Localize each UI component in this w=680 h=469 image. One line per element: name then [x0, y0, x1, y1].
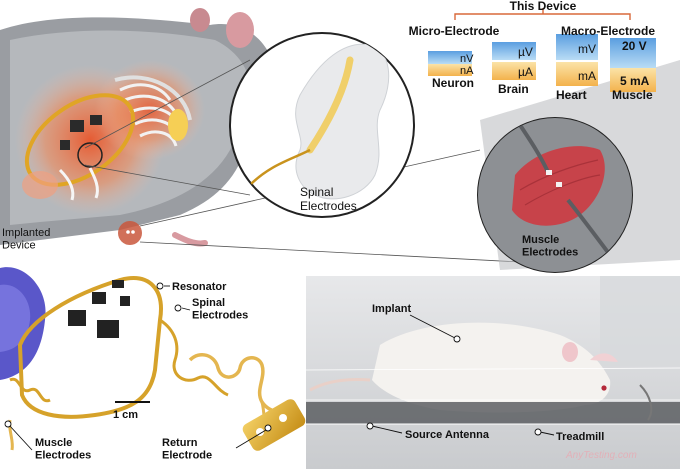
- rat-ear: [226, 12, 254, 48]
- scale-target-2: Brain: [498, 82, 529, 96]
- spinal-zoom-circle: [229, 32, 415, 218]
- lab-photo: [305, 276, 680, 469]
- source-antenna-label: Source Antenna: [405, 429, 490, 441]
- scale-current-2: µA: [518, 65, 533, 79]
- muscle-zoom-circle: [477, 117, 633, 273]
- implant-label: Implant: [372, 303, 411, 315]
- rat-photo: [372, 322, 611, 413]
- header-title: This Device: [510, 0, 577, 13]
- macro-electrode-title: Macro-Electrode: [561, 24, 655, 38]
- treadmill-label: Treadmill: [556, 431, 604, 443]
- lab-pointers: [366, 314, 555, 436]
- scale-voltage-3: mV: [578, 42, 596, 56]
- scale-target-4: Muscle: [612, 88, 653, 102]
- device-photo: [0, 264, 306, 469]
- scale-current-4: 5 mA: [620, 74, 650, 88]
- scale-bar-label: 1 cm: [113, 409, 138, 421]
- scale-current-3: mA: [578, 69, 596, 83]
- amplitude-scale: [428, 8, 656, 92]
- scale-current-1: nA: [460, 65, 474, 77]
- orange-bracket: [454, 13, 631, 20]
- resonator-label: Resonator: [172, 281, 227, 293]
- muscle-site-marker: [118, 221, 142, 245]
- micro-electrode-title: Micro-Electrode: [409, 24, 500, 38]
- treadmill-belt: [306, 402, 680, 424]
- pointer-lines: [4, 282, 272, 451]
- scale-voltage-1: nV: [460, 53, 474, 65]
- watermark: AnyTesting.com: [565, 450, 637, 461]
- return-electrode-pad: [242, 399, 306, 451]
- scale-voltage-2: µV: [518, 45, 533, 59]
- scale-target-3: Heart: [556, 88, 587, 102]
- scale-target-1: Neuron: [432, 76, 474, 90]
- scale-voltage-4: 20 V: [622, 39, 647, 53]
